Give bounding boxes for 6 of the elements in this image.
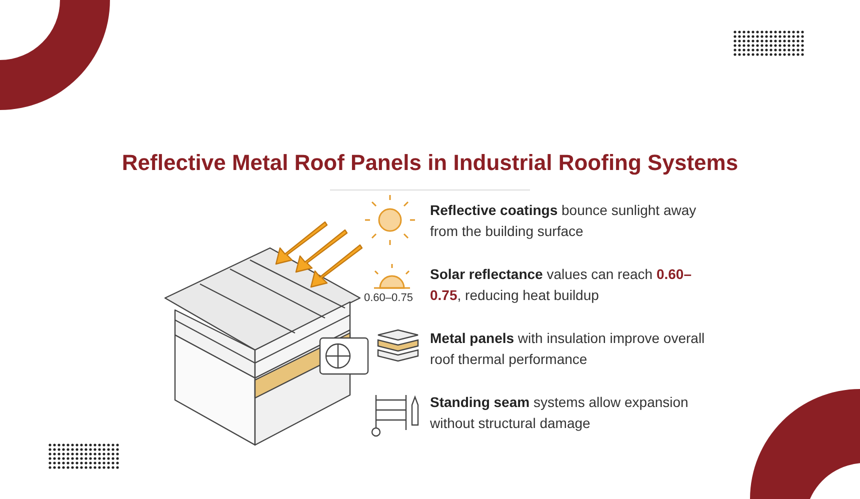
title: Reflective Metal Roof Panels in Industrial Roofing Systems — [120, 150, 740, 176]
feature-text: Metal panels with insulation improve overall roof thermal performance — [430, 329, 706, 369]
feature-text: Solar reflectance values can reach 0.60–0.75, reducing heat buildup — [430, 265, 693, 305]
value-label: 0.60–0.75 — [364, 292, 413, 304]
feature-text: Reflective coatings bounce sunlight away from the building surface — [430, 201, 698, 241]
feature-text: Standing seam systems allow expansion without structural damage — [430, 393, 690, 433]
